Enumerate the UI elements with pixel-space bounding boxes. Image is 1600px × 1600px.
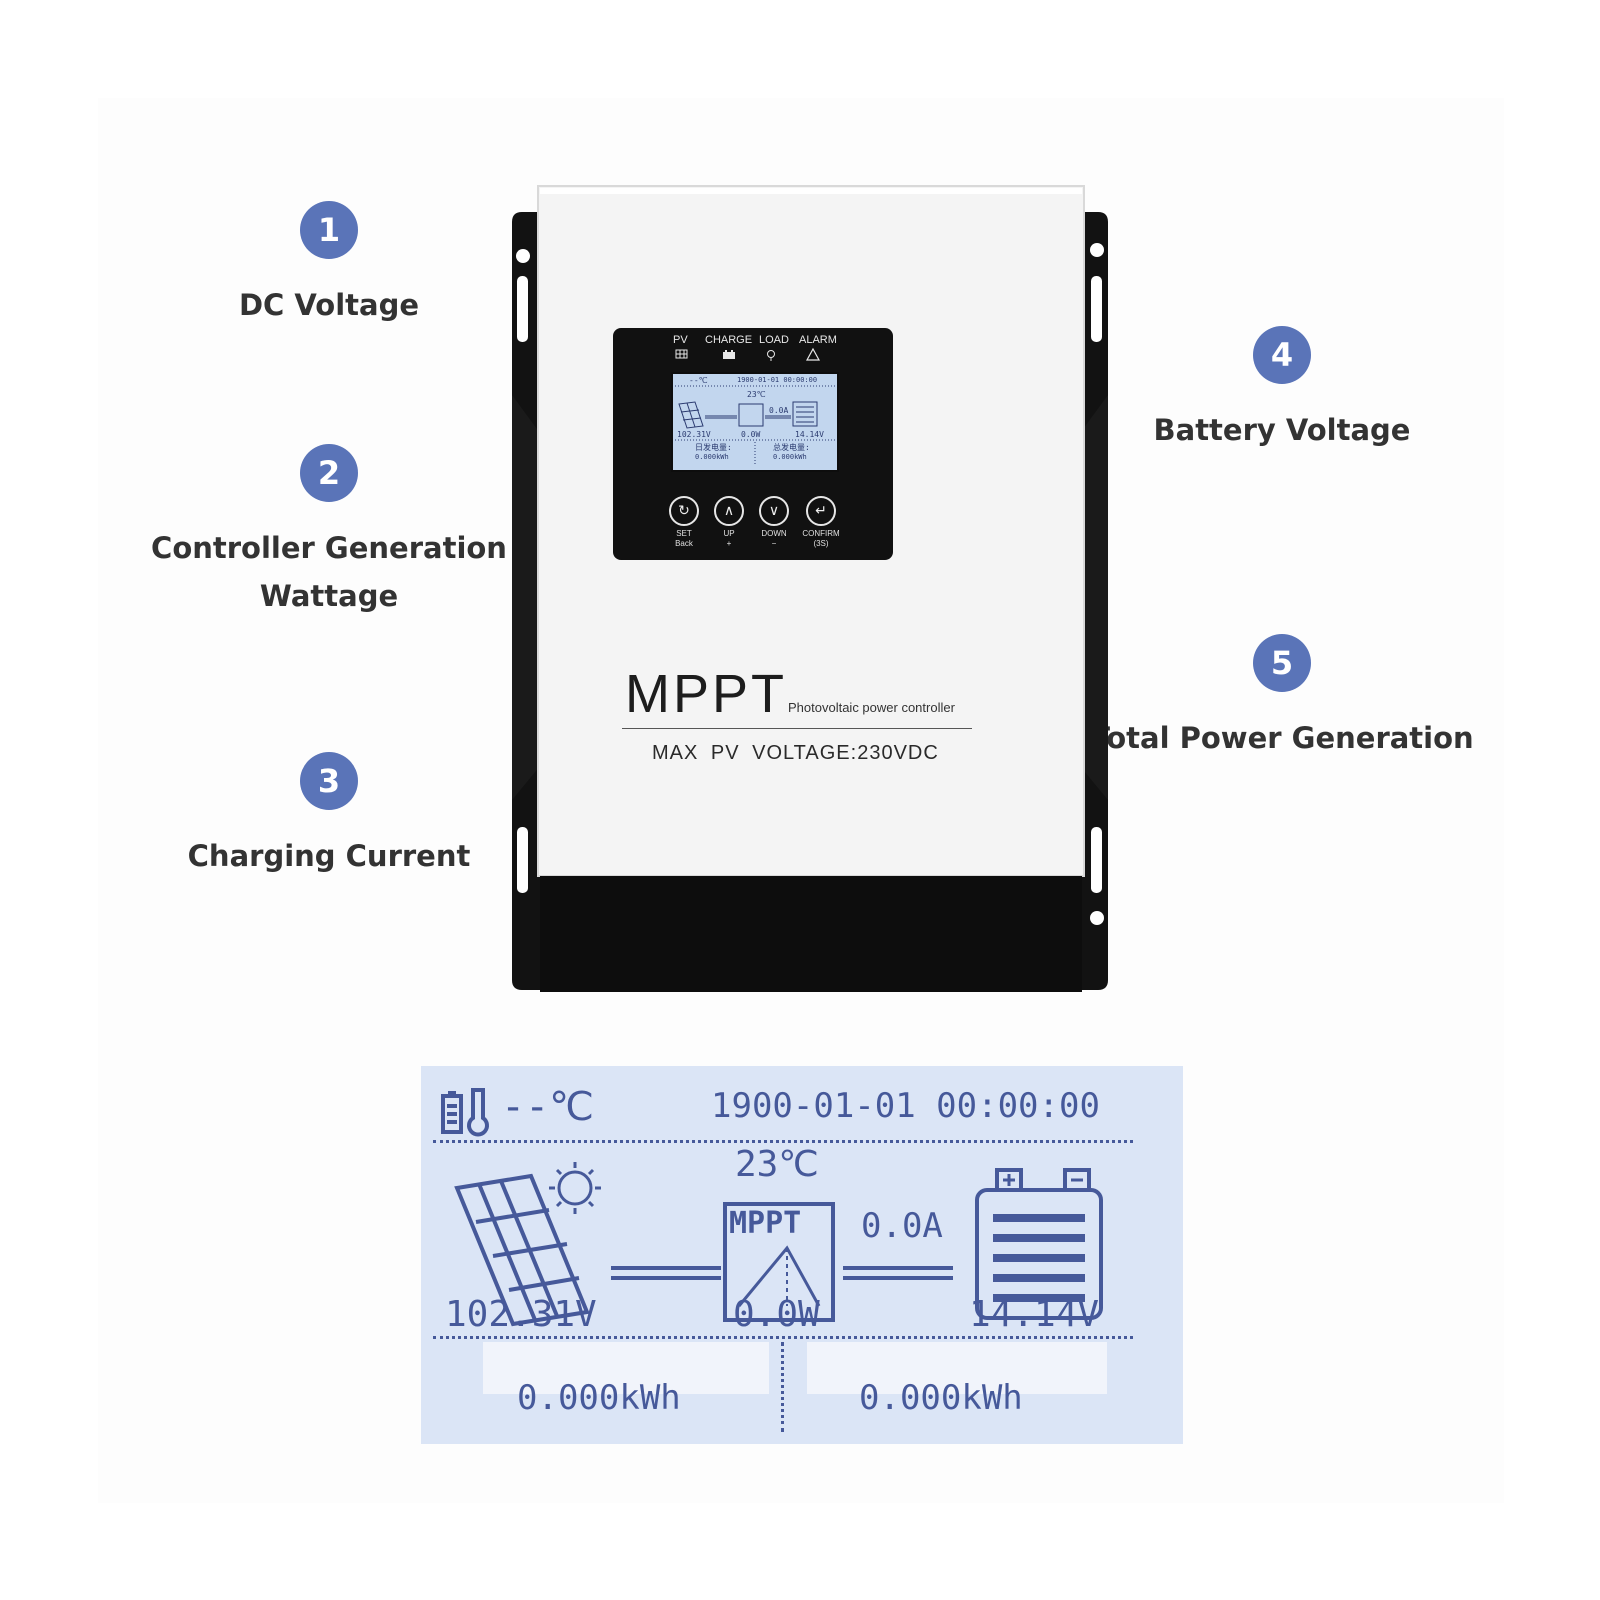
lcd-divider-vertical [781,1342,784,1432]
device-mini-lcd: --℃ 1900-01-01 00:00:00 23℃ 0.0A 1 [671,372,839,472]
mini-lcd-graphics [675,385,835,466]
lcd-divider-top [433,1140,1133,1143]
chevron-down-icon: ∨ [759,496,789,526]
indicator-charge: CHARGE [705,334,753,346]
set-back-button[interactable]: ↻ SET Back [666,496,702,549]
mppt-box-icon [723,1202,835,1322]
mini-lcd-datetime: 1900-01-01 00:00:00 [737,376,818,384]
lcd-energy-right: 0.000kWh [859,1378,1023,1418]
lcd-pv-voltage: 102.31V [445,1294,597,1335]
lcd-datetime: 1900-01-01 00:00:00 [711,1086,1100,1126]
callout-total-power: 5 Total Power Generation [1072,634,1492,762]
refresh-icon: ↻ [669,496,699,526]
key-label: DOWN − [761,529,787,548]
callout-dc-voltage: 1 DC Voltage [119,201,539,329]
indicator-icons [675,347,821,361]
callout-charging-current: 3 Charging Current [119,752,539,880]
callout-label: Battery Voltage [1153,413,1411,447]
battery-icon [723,350,735,359]
indicator-load: LOAD [759,334,789,346]
lcd-graphics [441,1088,1103,1327]
sun-icon [549,1162,601,1214]
confirm-button[interactable]: ↵ CONFIRM (3S) [799,496,843,549]
callout-label: Charging Current [187,839,471,873]
callout-label: Controller Generation Wattage [151,531,507,613]
mini-lcd-energy-right: 0.000kWh [773,453,807,461]
mini-lcd-controller-temp: 23℃ [747,390,766,399]
lcd-closeup: --℃ 1900-01-01 00:00:00 23℃ MPPT 0.0A 10… [421,1066,1183,1444]
solar-panel-icon [454,1173,590,1327]
mini-lcd-temp: --℃ [689,376,708,385]
lcd-battery-temp: --℃ [501,1084,595,1130]
lcd-mppt-label: MPPT [729,1206,802,1241]
mppt-box-icon [738,403,764,427]
lcd-controller-temp: 23℃ [735,1144,819,1185]
battery-icon [975,1168,1103,1320]
lcd-divider-bottom [433,1336,1133,1339]
lcd-energy-left: 0.000kWh [517,1378,681,1418]
mini-lcd-energy-left-label: 日发电量: [695,443,732,452]
device-subtitle: Photovoltaic power controller [788,700,955,715]
down-button[interactable]: ∨ DOWN − [756,496,792,549]
solar-panel-icon [675,349,688,359]
blurred-label-area [483,1342,769,1394]
mini-lcd-energy-left: 0.000kWh [695,453,729,461]
mini-lcd-power: 0.0W [741,430,761,439]
device-display-frame: PV CHARGE LOAD ALARM --℃ 1900-01-01 00:0… [613,328,893,560]
mini-lcd-energy-right-label: 总发电量: [773,443,810,452]
enter-icon: ↵ [806,496,836,526]
battery-temperature-icon [441,1088,489,1137]
indicator-pv: PV [673,334,688,346]
callout-number-badge: 3 [300,752,358,810]
lcd-generation-power: 0.0W [733,1294,820,1335]
callout-label: DC Voltage [238,288,420,322]
indicator-alarm: ALARM [799,334,837,346]
divider [622,728,972,729]
callout-battery-voltage: 4 Battery Voltage [1072,326,1492,454]
lcd-charging-current: 0.0A [861,1206,943,1246]
callout-number-badge: 2 [300,444,358,502]
callout-number-badge: 4 [1253,326,1311,384]
up-button[interactable]: ∧ UP + [711,496,747,549]
bulb-icon [767,350,775,361]
callout-number-badge: 5 [1253,634,1311,692]
key-label: CONFIRM (3S) [802,529,840,548]
callout-number-badge: 1 [300,201,358,259]
battery-icon [792,401,818,427]
key-label: SET Back [675,529,693,548]
key-label: UP + [723,529,735,548]
blurred-label-area [807,1342,1107,1394]
mini-lcd-battery-voltage: 14.14V [795,430,824,439]
mini-lcd-pv-voltage: 102.31V [677,430,711,439]
device-spec: MAX PV VOLTAGE:230VDC [652,742,939,764]
mini-lcd-current: 0.0A [769,406,789,415]
lcd-battery-voltage: 14.14V [969,1294,1100,1335]
mppt-controller-device: PV CHARGE LOAD ALARM --℃ 1900-01-01 00:0… [512,185,1108,992]
callout-controller-wattage: 2 Controller Generation Wattage [119,444,539,620]
device-brand: MPPT [625,664,788,724]
chevron-up-icon: ∧ [714,496,744,526]
warning-icon [805,347,821,361]
callout-label: Total Power Generation [1090,721,1474,755]
